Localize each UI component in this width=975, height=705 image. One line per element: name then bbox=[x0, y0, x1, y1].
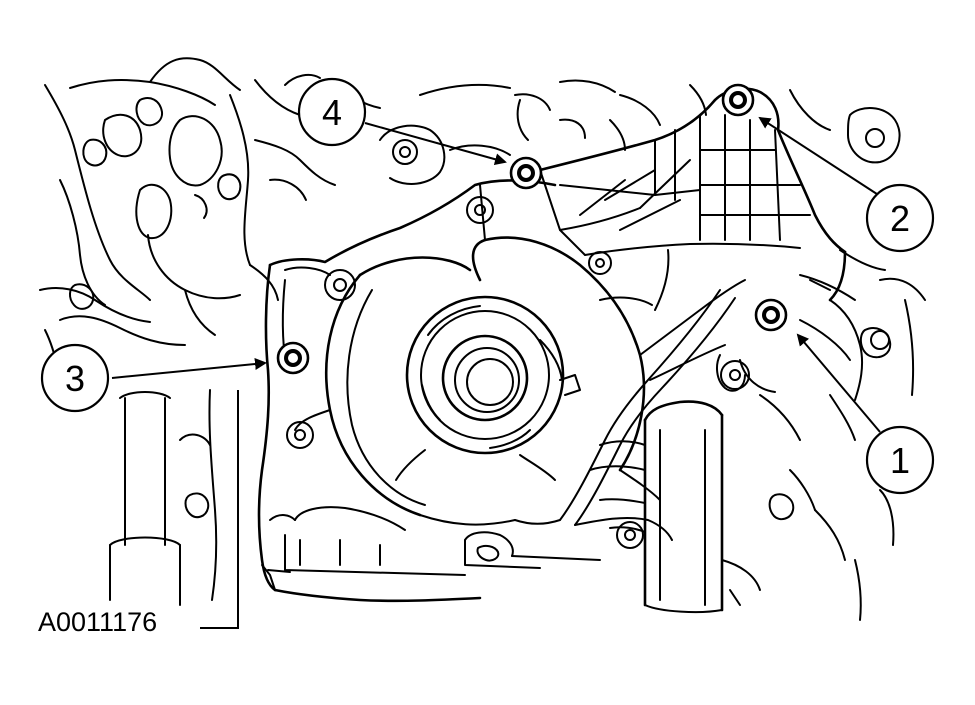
engine-block-top bbox=[329, 79, 707, 156]
engine-block-right bbox=[716, 89, 926, 621]
engine-block-left bbox=[39, 57, 336, 371]
bolt-2 bbox=[721, 83, 755, 117]
figure-reference-code: A0011176 bbox=[38, 607, 157, 637]
callout-3-leader bbox=[111, 358, 267, 379]
callout-4-leader bbox=[364, 122, 507, 166]
bolt-4 bbox=[509, 156, 543, 190]
callout-1: 1 bbox=[865, 425, 935, 495]
upper-bracket bbox=[466, 87, 847, 302]
housing-bosses bbox=[286, 124, 890, 549]
callout-2: 2 bbox=[865, 183, 935, 253]
callout-4: 4 bbox=[297, 77, 367, 147]
right-tube bbox=[589, 400, 761, 614]
callout-1-leader bbox=[796, 333, 881, 433]
callout-1-label: 1 bbox=[890, 440, 910, 481]
callout-3: 3 bbox=[40, 343, 110, 413]
oil-pump-housing bbox=[257, 179, 746, 603]
bolt-1 bbox=[754, 298, 788, 332]
gasket-arc bbox=[419, 289, 736, 541]
reference-bracket-line bbox=[200, 390, 239, 629]
callout-2-leader bbox=[758, 116, 881, 197]
bolt-3 bbox=[276, 341, 310, 375]
pump-rotor bbox=[395, 295, 581, 481]
callout-3-label: 3 bbox=[65, 358, 85, 399]
callout-2-label: 2 bbox=[890, 198, 910, 239]
left-tube bbox=[109, 389, 218, 606]
callout-4-label: 4 bbox=[322, 92, 342, 133]
